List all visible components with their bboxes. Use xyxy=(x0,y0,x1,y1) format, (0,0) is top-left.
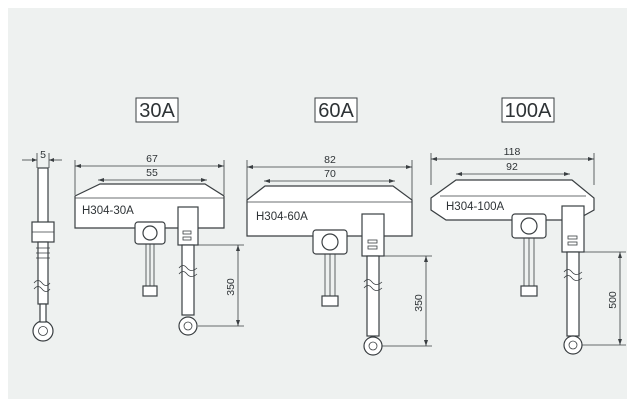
ring-terminal-hole xyxy=(183,321,193,331)
arrowhead xyxy=(424,256,428,262)
wire-connector xyxy=(177,206,199,246)
wire-break-mark xyxy=(563,269,583,281)
wire-cable xyxy=(566,251,580,337)
ring-terminal xyxy=(563,335,583,355)
overall-width-label: 118 xyxy=(504,146,521,158)
model-label: H304-60A xyxy=(256,211,308,223)
fuse-30a: 30A 67 55 H304-30A xyxy=(74,97,244,336)
wire-length-label: 350 xyxy=(413,294,425,312)
wire-length-label: 500 xyxy=(607,291,619,309)
connector-slot xyxy=(182,236,192,241)
round-terminal-cap xyxy=(321,233,339,251)
side-break-mark xyxy=(33,280,51,292)
rating-label-box xyxy=(314,97,358,123)
model-label: H304-100A xyxy=(446,201,505,213)
side-thickness-label: 5 xyxy=(40,149,46,161)
wire-break-mark xyxy=(178,265,198,277)
inner-width-label: 70 xyxy=(324,168,336,180)
arrowhead xyxy=(75,164,81,168)
overall-width-label: 82 xyxy=(324,154,336,166)
ring-terminal xyxy=(178,316,198,336)
connector-slot xyxy=(367,245,378,250)
round-terminal-cap xyxy=(520,217,538,235)
arrowhead xyxy=(564,172,570,176)
arrowhead xyxy=(389,179,395,183)
side-terminal-neck xyxy=(39,303,47,323)
rating-label: 100A xyxy=(505,100,552,122)
ring-terminal-hole xyxy=(368,341,378,351)
arrowhead xyxy=(247,165,253,169)
side-view: 5 xyxy=(22,149,62,342)
arrowhead xyxy=(264,179,270,183)
arrowhead xyxy=(406,165,412,169)
connector-slot xyxy=(367,239,378,244)
arrowhead xyxy=(431,157,437,161)
arrowhead xyxy=(236,320,240,326)
rating-label-box xyxy=(135,97,179,123)
ring-terminal-hole xyxy=(568,340,578,350)
arrowhead xyxy=(236,245,240,251)
rating-label-box xyxy=(501,97,555,123)
connector-slot xyxy=(567,235,578,240)
inner-width-label: 92 xyxy=(506,161,518,173)
overall-width-label: 67 xyxy=(146,153,158,165)
arrowhead xyxy=(456,172,462,176)
wire-length-label: 350 xyxy=(225,278,237,296)
arrowhead xyxy=(424,340,428,346)
pin-tips xyxy=(142,285,158,297)
wire-connector xyxy=(361,213,385,257)
arrowhead xyxy=(201,178,207,182)
fuse-100a: 100A 118 92 H304-100A 500 xyxy=(430,97,626,355)
rating-label: 60A xyxy=(318,100,354,122)
ring-terminal xyxy=(363,336,383,356)
arrowhead xyxy=(618,252,622,258)
side-arrowhead-left xyxy=(32,158,37,162)
side-arrowhead-right xyxy=(49,158,54,162)
side-wire xyxy=(37,241,49,305)
wire-break-mark xyxy=(363,279,383,291)
side-ring-hole xyxy=(38,326,48,336)
side-body xyxy=(37,167,49,224)
connector-slot xyxy=(567,241,578,246)
arrowhead xyxy=(98,178,104,182)
model-label: H304-30A xyxy=(82,205,134,217)
pin-tips xyxy=(321,295,339,307)
side-ring-terminal xyxy=(32,320,54,342)
connector-slot xyxy=(182,230,192,235)
inner-width-label: 55 xyxy=(146,167,158,179)
arrowhead xyxy=(618,339,622,345)
fuse-60a: 60A 82 70 H304-60A 350 xyxy=(246,97,432,356)
wire-cable xyxy=(181,244,195,316)
round-terminal-cap xyxy=(142,225,158,241)
pin-tips xyxy=(520,285,538,297)
wire-cable xyxy=(366,255,380,337)
fuse-body xyxy=(430,179,595,221)
arrowhead xyxy=(588,157,594,161)
side-wire-ribs xyxy=(36,247,50,259)
rating-label: 30A xyxy=(139,100,175,122)
arrowhead xyxy=(218,164,224,168)
